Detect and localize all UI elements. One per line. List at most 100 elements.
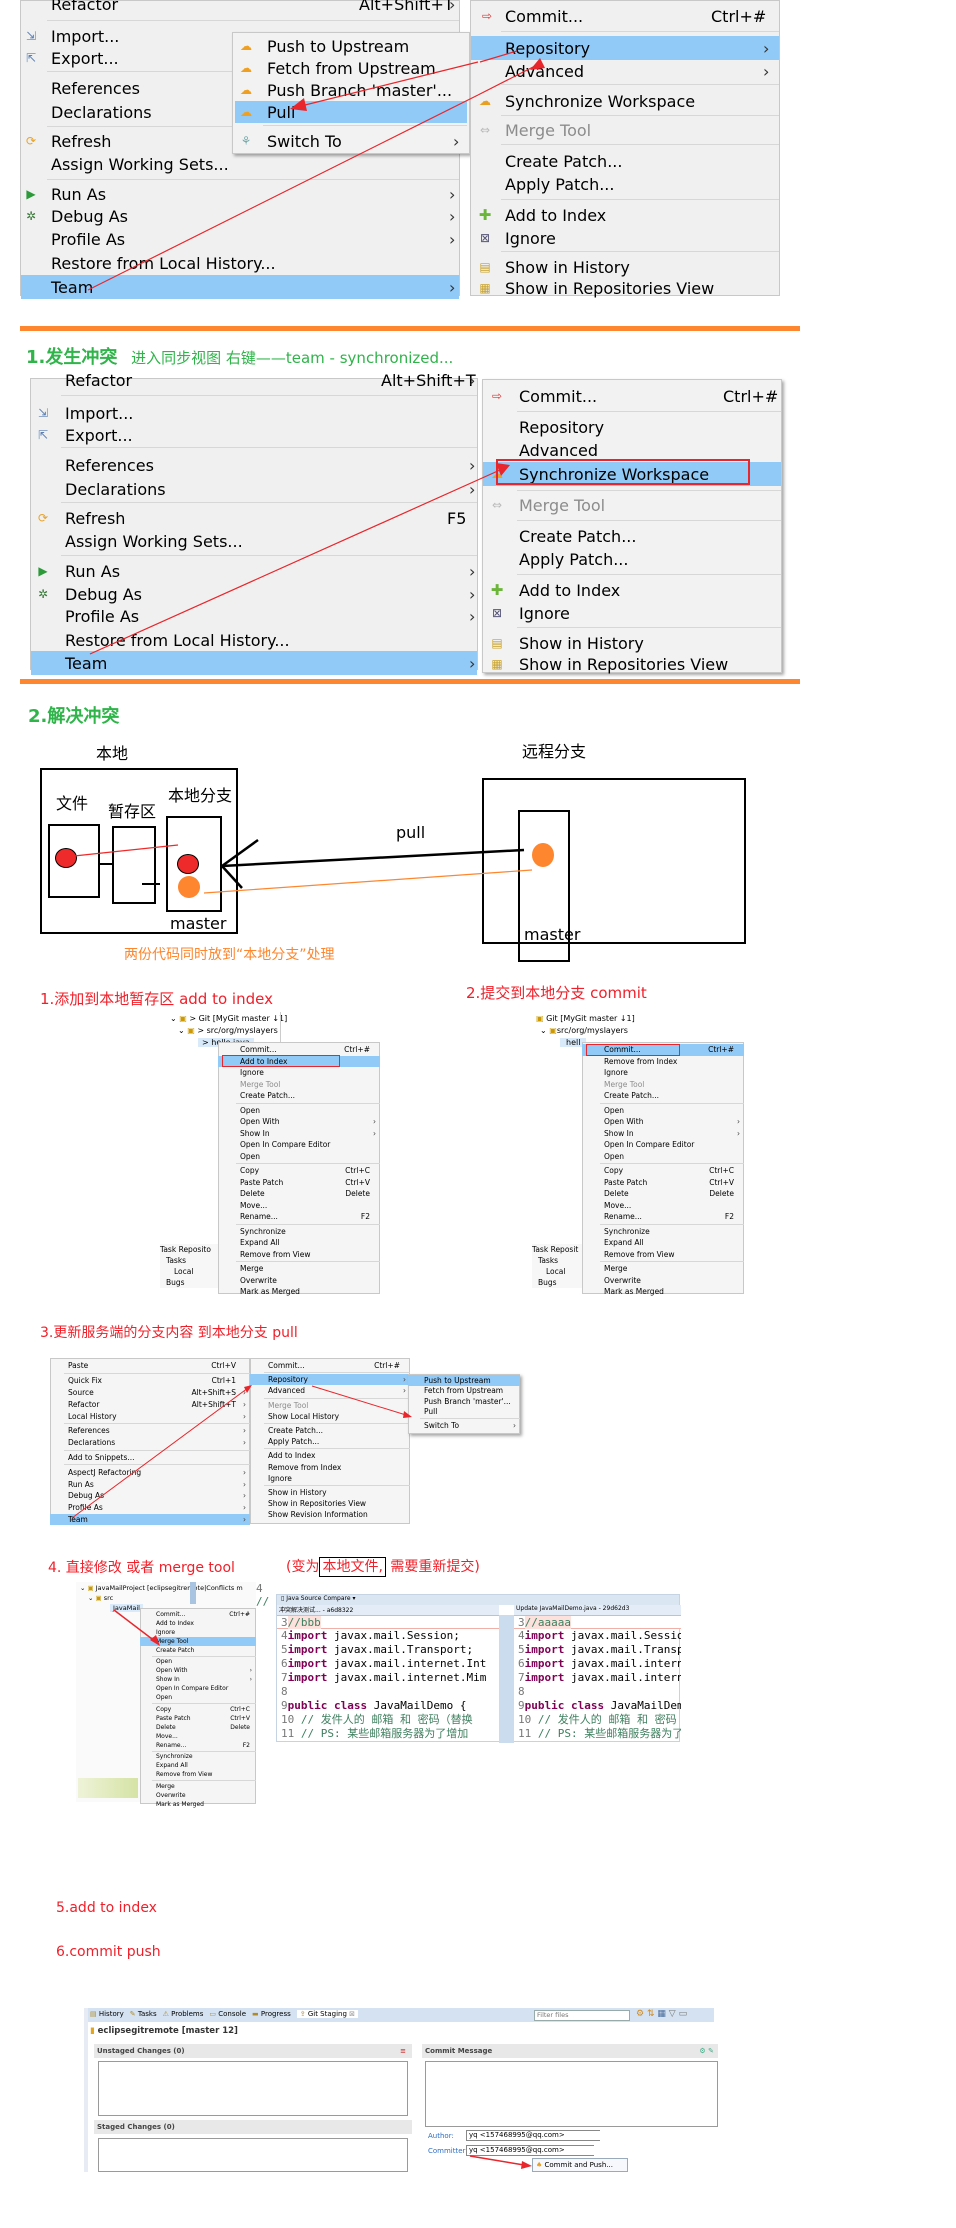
unstaged-list[interactable] — [98, 2061, 408, 2116]
menu-item-switch-to[interactable]: Switch To› — [408, 1420, 520, 1431]
menu-item-ignore[interactable]: ⊠Ignore — [483, 602, 781, 624]
menu-item-declarations[interactable]: Declarations› — [50, 1437, 250, 1449]
menu-item-rename[interactable]: Rename...F2 — [218, 1211, 380, 1223]
menu-item-expand-all[interactable]: Expand All — [140, 1761, 256, 1770]
menu-item-mark-as-merged[interactable]: Mark as Merged — [218, 1286, 380, 1298]
menu-item-open-with[interactable]: Open With› — [218, 1116, 380, 1128]
menu-item-local-history[interactable]: Local History› — [50, 1410, 250, 1422]
menu-item-show-revision-information[interactable]: Show Revision Information — [250, 1509, 410, 1520]
menu-item-commit[interactable]: ⇨Commit...Ctrl+# — [471, 5, 779, 27]
toolbar-icon[interactable]: ⇅ — [646, 2009, 655, 2019]
menu-item-references[interactable]: References› — [65, 455, 476, 475]
menu-item-move[interactable]: Move... — [582, 1200, 744, 1212]
menu-item-add-to-index[interactable]: Add to Index — [218, 1055, 380, 1067]
minimize-icon[interactable]: ▭ — [678, 2009, 688, 2019]
menu-item-show-in-history[interactable]: ▤Show in History — [471, 256, 779, 278]
menu-item-add-to-snippets[interactable]: Add to Snippets... — [50, 1452, 250, 1464]
menu-item-merge-tool[interactable]: Merge Tool — [250, 1400, 410, 1411]
menu-item-remove-from-index[interactable]: Remove from Index — [250, 1462, 410, 1473]
menu-item-apply-patch[interactable]: Apply Patch... — [519, 549, 629, 569]
menu-item-create-patch[interactable]: Create Patch... — [250, 1425, 410, 1436]
menu-item-debug-as[interactable]: Debug As› — [50, 1490, 250, 1502]
menu-item-merge[interactable]: Merge — [218, 1263, 380, 1275]
tree-item[interactable]: hell — [560, 1038, 587, 1047]
menu-item-add-to-index[interactable]: ✚Add to Index — [490, 580, 621, 600]
menu-item-open[interactable]: Open — [582, 1151, 744, 1163]
tab-history[interactable]: ▤ History — [90, 2010, 124, 2018]
menu-item-push-upstream[interactable]: ☁Push to Upstream — [240, 36, 410, 56]
menu-item-advanced[interactable]: Advanced› — [250, 1385, 410, 1396]
menu-item-show-local-history[interactable]: Show Local History — [250, 1411, 410, 1422]
staged-list[interactable] — [98, 2138, 408, 2172]
menu-item-advanced[interactable]: Advanced› — [505, 61, 770, 81]
menu-item-open[interactable]: Open — [218, 1151, 380, 1163]
menu-item-expand-all[interactable]: Expand All — [218, 1237, 380, 1249]
menu-item-profile-as[interactable]: Profile As› — [51, 229, 456, 249]
menu-item-rename[interactable]: Rename...F2 — [140, 1741, 256, 1750]
commit-and-push-button[interactable]: ♠ Commit and Push... — [532, 2158, 628, 2172]
menu-item-commit[interactable]: Commit...Ctrl+# — [218, 1044, 380, 1056]
menu-item-open-with[interactable]: Open With› — [140, 1666, 256, 1675]
menu-item-show-in-repositories[interactable]: ▦Show in Repositories View — [483, 653, 781, 675]
tree-item[interactable]: ⌄ ▣src/org/myslayers — [540, 1026, 628, 1035]
menu-item-assign-working-sets[interactable]: Assign Working Sets... — [51, 154, 229, 174]
tab-console[interactable]: ▭ Console — [209, 2010, 246, 2018]
menu-item-pull[interactable]: ☁Pull — [235, 101, 467, 123]
menu-item-switch-to[interactable]: ⚘Switch To› — [233, 130, 469, 152]
menu-item-synchronize-workspace[interactable]: ☁Synchronize Workspace — [479, 91, 696, 111]
tree-item[interactable]: ▣ Git [MyGit master ↓1] — [536, 1014, 635, 1023]
menu-item-commit[interactable]: Commit...Ctrl+# — [140, 1610, 256, 1619]
menu-item-run-as[interactable]: ▶Run As› — [21, 183, 459, 205]
menu-item-ignore[interactable]: Ignore — [218, 1067, 380, 1079]
menu-item-synchronize[interactable]: Synchronize — [218, 1226, 380, 1238]
author-field[interactable]: yq <157468995@qq.com> — [466, 2130, 600, 2141]
menu-item-create-patch[interactable]: Create Patch... — [218, 1090, 380, 1102]
menu-item-commit[interactable]: Commit...Ctrl+# — [250, 1360, 410, 1371]
menu-item-show-in-repositories-view[interactable]: Show in Repositories View — [250, 1498, 410, 1509]
menu-item-create-patch[interactable]: Create Patch... — [582, 1090, 744, 1102]
menu-item-aspectj-refactoring[interactable]: AspectJ Refactoring› — [50, 1466, 250, 1478]
menu-item-import[interactable]: ⇲Import... — [31, 402, 477, 424]
menu-item-create-patch[interactable]: Create Patch... — [505, 151, 623, 171]
commit-message-input[interactable] — [425, 2061, 718, 2127]
menu-item-push-to-upstream[interactable]: Push to Upstream — [408, 1375, 520, 1386]
menu-item-export[interactable]: ⇱Export... — [31, 424, 477, 446]
menu-item-references[interactable]: References› — [50, 1425, 250, 1437]
close-icon[interactable]: ⊠ — [346, 2010, 356, 2018]
menu-item-synchronize[interactable]: Synchronize — [140, 1753, 256, 1762]
menu-item-open-in-compare-editor[interactable]: Open In Compare Editor — [582, 1139, 744, 1151]
menu-item-import[interactable]: ⇲Import... — [21, 25, 459, 47]
tree-item[interactable]: ⌄ ▣ src — [88, 1594, 114, 1602]
menu-item-open-in-compare-editor[interactable]: Open In Compare Editor — [218, 1139, 380, 1151]
tree-item[interactable]: ⌄ ▣ > Git [MyGit master ↓1] — [170, 1014, 288, 1023]
menu-item-move[interactable]: Move... — [218, 1200, 380, 1212]
menu-item-open[interactable]: Open — [140, 1658, 256, 1667]
menu-item-overwrite[interactable]: Overwrite — [218, 1275, 380, 1287]
menu-item-show-in[interactable]: Show In› — [582, 1128, 744, 1140]
menu-item-remove-from-view[interactable]: Remove from View — [218, 1249, 380, 1261]
menu-item-team[interactable]: Team› — [31, 651, 477, 675]
menu-item-overwrite[interactable]: Overwrite — [582, 1275, 744, 1287]
menu-item-commit[interactable]: ⇨Commit...Ctrl+# — [483, 385, 781, 407]
menu-item-open-with[interactable]: Open With› — [582, 1116, 744, 1128]
menu-item-pull[interactable]: Pull — [408, 1407, 520, 1418]
menu-item-restore-local-history[interactable]: Restore from Local History... — [65, 630, 290, 650]
layout-icon[interactable]: ▦ — [657, 2009, 666, 2019]
menu-item-merge[interactable]: Merge — [582, 1263, 744, 1275]
toolbar-icon[interactable]: ⚙ — [636, 2009, 645, 2019]
menu-item-merge-tool[interactable]: Merge Tool — [582, 1079, 744, 1091]
menu-item-repository[interactable]: Repository› — [471, 36, 779, 60]
menu-item-open[interactable]: Open — [582, 1105, 744, 1117]
menu-item-apply-patch[interactable]: Apply Patch... — [505, 174, 615, 194]
menu-item-remove-from-view[interactable]: Remove from View — [582, 1249, 744, 1261]
menu-item-run-as[interactable]: Run As› — [50, 1478, 250, 1490]
tree-item[interactable]: ⌄ ▣ > src/org/myslayers — [178, 1026, 278, 1035]
